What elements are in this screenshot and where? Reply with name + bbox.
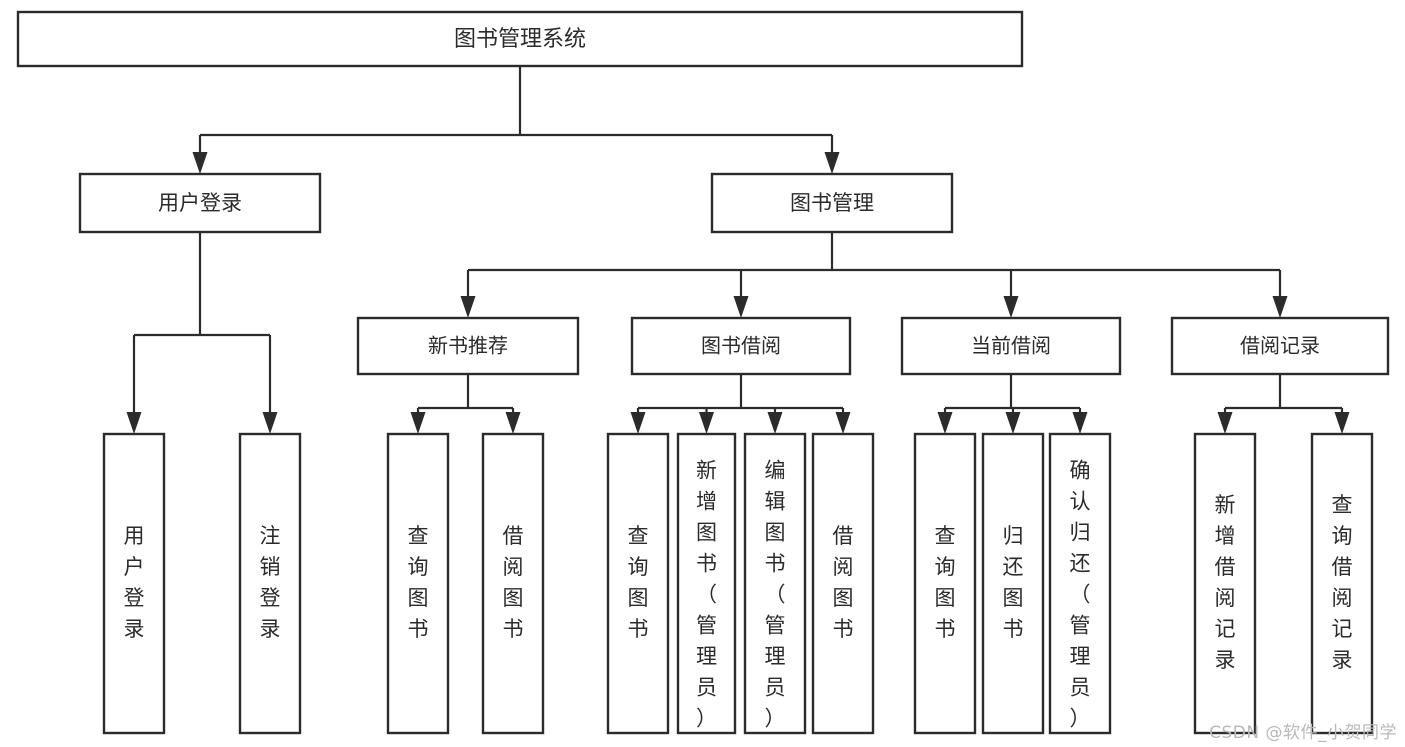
leaf-query-book-2[interactable]: 查询图书 [606,432,670,735]
node-borrow-records-label: 借阅记录 [1240,334,1320,358]
group-2-leaf-1-arrowhead [1005,412,1021,434]
leaf-user-logout-box [238,432,302,735]
leaf-user-login-do-box [102,432,166,735]
leaf-user-login-do-label: 用户登录 [124,524,145,641]
book-management-child-2-arrowhead [1003,296,1019,318]
leaf-add-borrow-record-box [1193,432,1257,735]
leaf-query-book-3-label: 查询图书 [935,524,956,641]
book-management-child-0-arrowhead [460,296,476,318]
node-book-borrow[interactable]: 图书借阅 [630,316,852,376]
leaf-query-book-2-label: 查询图书 [628,524,649,641]
leaf-query-book-1[interactable]: 查询图书 [386,432,450,735]
connector-layer [126,66,1350,434]
node-current-borrow[interactable]: 当前借阅 [900,316,1122,376]
leaf-query-book-1-label: 查询图书 [408,524,429,641]
node-new-book-recommend-label: 新书推荐 [428,334,508,358]
leaf-return-book-box [981,432,1045,735]
leaf-user-logout-label: 注销登录 [260,524,281,641]
group-1-leaf-1-arrowhead [699,412,714,434]
leaf-confirm-return[interactable]: 确认归还（管理员） [1048,432,1112,735]
leaf-query-borrow-record-label: 查询借阅记录 [1332,493,1353,672]
node-current-borrow-label: 当前借阅 [971,334,1051,358]
group-0-leaf-1-arrowhead [505,412,521,434]
leaf-borrow-book-2-label: 借阅图书 [833,524,854,641]
node-current-borrow-box [900,316,1122,376]
leaf-edit-book-label: 编辑图书（管理员） [765,459,786,731]
root-to-user-login-arrowhead [192,152,208,174]
node-borrow-records-box [1170,316,1390,376]
leaf-query-borrow-record-box [1310,432,1374,735]
leaf-return-book[interactable]: 归还图书 [981,432,1045,735]
leaf-add-book[interactable]: 新增图书（管理员） [676,432,737,735]
leaf-borrow-book-2-box [811,432,875,735]
leaf-query-book-1-box [386,432,450,735]
leaf-query-book-3-box [913,432,977,735]
group-3-leaf-1-arrowhead [1334,412,1350,434]
node-root-label: 图书管理系统 [454,27,586,52]
leaf-add-book-box [676,432,737,735]
leaf-edit-book[interactable]: 编辑图书（管理员） [743,432,807,735]
root-to-book-management-arrowhead [824,152,840,174]
node-book-management[interactable]: 图书管理 [710,172,954,234]
leaf-borrow-book-1-box [481,432,545,735]
group-1-leaf-0-arrowhead [630,412,646,434]
leaf-query-book-2-box [606,432,670,735]
leaf-edit-book-box [743,432,807,735]
node-root[interactable]: 图书管理系统 [16,10,1024,68]
node-user-login[interactable]: 用户登录 [78,172,322,234]
node-new-book-recommend-box [356,316,580,376]
leaf-query-borrow-record[interactable]: 查询借阅记录 [1310,432,1374,735]
group-1-leaf-3-arrowhead [835,412,851,434]
leaf-user-logout[interactable]: 注销登录 [238,432,302,735]
node-layer: 图书管理系统用户登录图书管理用户登录注销登录新书推荐查询图书借阅图书图书借阅查询… [16,10,1390,735]
node-new-book-recommend[interactable]: 新书推荐 [356,316,580,376]
node-book-management-box [710,172,954,234]
leaf-query-book-3[interactable]: 查询图书 [913,432,977,735]
group-1-leaf-2-arrowhead [767,412,783,434]
leaf-confirm-return-label: 确认归还（管理员） [1070,459,1091,731]
node-book-borrow-label: 图书借阅 [701,334,781,358]
group-3-leaf-0-arrowhead [1217,412,1233,434]
group-2-leaf-2-arrowhead [1072,412,1088,434]
node-book-borrow-box [630,316,852,376]
leaf-user-login-do[interactable]: 用户登录 [102,432,166,735]
book-management-child-3-arrowhead [1272,296,1288,318]
user-login-child-1-arrowhead [262,412,278,434]
node-user-login-label: 用户登录 [158,191,242,215]
leaf-borrow-book-1-label: 借阅图书 [503,524,524,641]
leaf-add-book-label: 新增图书（管理员） [696,459,717,731]
leaf-borrow-book-2[interactable]: 借阅图书 [811,432,875,735]
node-borrow-records[interactable]: 借阅记录 [1170,316,1390,376]
leaf-add-borrow-record-label: 新增借阅记录 [1215,493,1236,672]
node-book-management-label: 图书管理 [790,191,874,215]
group-2-leaf-0-arrowhead [937,412,953,434]
leaf-borrow-book-1[interactable]: 借阅图书 [481,432,545,735]
leaf-return-book-label: 归还图书 [1003,524,1024,641]
node-root-box [16,10,1024,68]
leaf-add-borrow-record[interactable]: 新增借阅记录 [1193,432,1257,735]
user-login-child-0-arrowhead [126,412,142,434]
node-user-login-box [78,172,322,234]
group-0-leaf-0-arrowhead [410,412,426,434]
book-management-child-1-arrowhead [733,296,749,318]
leaf-confirm-return-box [1048,432,1112,735]
